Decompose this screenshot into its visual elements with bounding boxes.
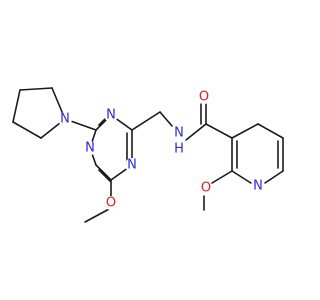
bond [95,164,112,181]
atom-carbonyl-o: O [197,90,211,105]
atom-label: O [199,90,209,105]
atom-label: O [201,181,211,196]
atom-label: N [174,126,184,141]
atom-triazine-n1: N [104,108,118,123]
bond [231,170,255,186]
bond [19,87,53,91]
atom-pyrrolidine-n: N [58,112,72,127]
atom-amide-n: N [171,126,187,143]
bond [12,89,21,123]
atom-triazine-n3: N [83,141,97,156]
atom-label: O [106,196,116,211]
atom-label: N [106,108,116,123]
atom-layer: N N N N O N H O [58,90,265,211]
bond [231,123,259,139]
bond [159,111,173,127]
atom-methoxy-o-triazine: O [104,196,118,211]
bond [12,121,42,139]
molecule-structure-diagram: N N N N O N H O [12,87,284,223]
bond [257,123,284,139]
atom-label: N [85,141,95,156]
bond [211,170,233,184]
atom-label: N [60,112,70,127]
bond [98,169,111,182]
atom-methoxy-o-pyridine: O [199,181,213,196]
bond [131,111,161,131]
bond-layer [12,87,284,223]
atom-triazine-n5: N [125,158,139,173]
atom-amide-h: H [173,142,185,157]
atom-pyridine-n: N [251,179,265,194]
bond [185,123,207,141]
bond [84,207,112,223]
atom-label: H [174,142,184,157]
atom-label: N [127,158,137,173]
atom-label: N [253,179,263,194]
bond [205,123,233,139]
bond [261,170,284,186]
